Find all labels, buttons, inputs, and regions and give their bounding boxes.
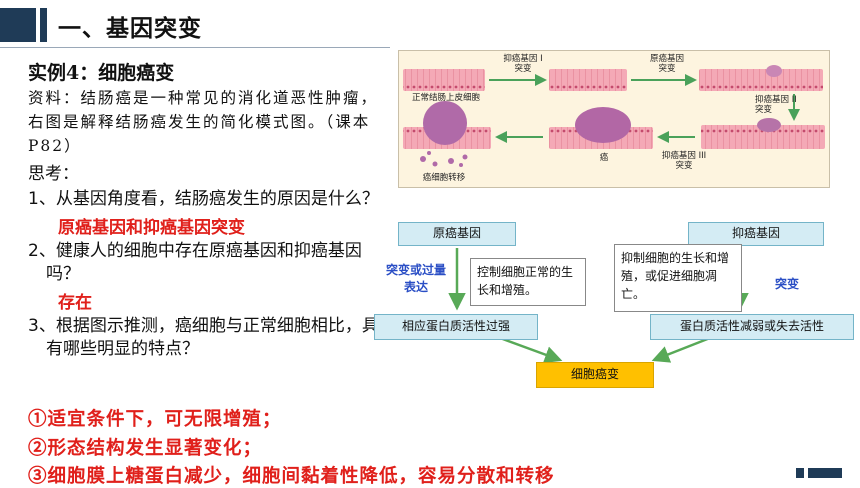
question-3: 3、根据图示推测，癌细胞与正常细胞相比，具有哪些明显的特点？ — [28, 316, 379, 359]
mutation-label: 突变 — [774, 277, 799, 291]
questions-block: 思考： 1、从基因角度看，结肠癌发生的原因是什么？ 原癌基因和抑癌基因突变 2、… — [28, 163, 390, 361]
page-title: 一、基因突变 — [58, 16, 202, 42]
tissue-stage3 — [701, 125, 825, 149]
answer-1: 原癌基因和抑癌基因突变 — [58, 218, 245, 238]
title-bar-block — [0, 8, 36, 42]
label-cancer: 癌 — [599, 153, 609, 163]
answer-3-line-1: ①适宜条件下，可无限增殖； — [28, 409, 282, 430]
proto-result-box: 相应蛋白质活性过强 — [374, 314, 538, 340]
proto-oncogene-box: 原癌基因 — [398, 222, 516, 246]
think-label: 思考： — [28, 164, 79, 184]
label-normal-cells: 正常结肠上皮细胞 — [411, 93, 480, 103]
colon-cancer-figure: 抑癌基因 I 突变 原癌基因 突变 正常结肠上皮细胞 抑癌基因 II 突变 抑癌… — [398, 50, 830, 188]
label-tsg3: 抑癌基因 III 突变 — [661, 151, 707, 171]
tissue-normal — [403, 69, 485, 91]
proto-function-box: 控制细胞正常的生长和增殖。 — [470, 258, 586, 306]
answer-3-line-3: ③细胞膜上糖蛋白减少，细胞间黏着性降低，容易分散和转移 — [28, 466, 555, 487]
question-2: 2、健康人的细胞中存在原癌基因和抑癌基因吗？ — [28, 241, 362, 284]
label-tsg1: 抑癌基因 I 突变 — [503, 54, 543, 74]
small-growth — [766, 65, 782, 77]
mutation-overexpression-label: 突变或过量表达 — [385, 263, 446, 294]
label-onco: 原癌基因 突变 — [649, 54, 684, 74]
figure-illustration — [403, 65, 825, 167]
polyp — [757, 118, 781, 132]
suppressor-function-box: 抑制细胞的生长和增殖，或促进细胞凋亡。 — [614, 244, 742, 312]
tissue-stage1 — [549, 69, 627, 91]
label-metastasis: 癌细胞转移 — [422, 173, 466, 183]
material-paragraph: 资料：结肠癌是一种常见的消化道恶性肿瘤，右图是解释结肠癌发生的简化模式图。（课本… — [28, 89, 379, 155]
title-divider — [0, 47, 390, 48]
metastatic-mass — [423, 101, 467, 145]
cell-canceration-box: 细胞癌变 — [536, 362, 654, 388]
tissue-stage2 — [699, 69, 823, 91]
label-tsg2: 抑癌基因 II 突变 — [755, 95, 797, 115]
tumor-mass — [575, 107, 631, 143]
title-bar-stripe — [40, 8, 47, 42]
suppressor-result-box: 蛋白质活性减弱或失去活性 — [650, 314, 854, 340]
question-1: 1、从基因角度看，结肠癌发生的原因是什么？ — [28, 189, 379, 209]
tumor-suppressor-box: 抑癌基因 — [688, 222, 824, 246]
case-title: 实例4：细胞癌变 — [28, 62, 175, 84]
answer-3-line-2: ②形态结构发生显著变化； — [28, 438, 263, 459]
answer-2: 存在 — [58, 293, 92, 313]
footer-bar-block — [808, 468, 842, 478]
footer-bar-stripe — [796, 468, 804, 478]
